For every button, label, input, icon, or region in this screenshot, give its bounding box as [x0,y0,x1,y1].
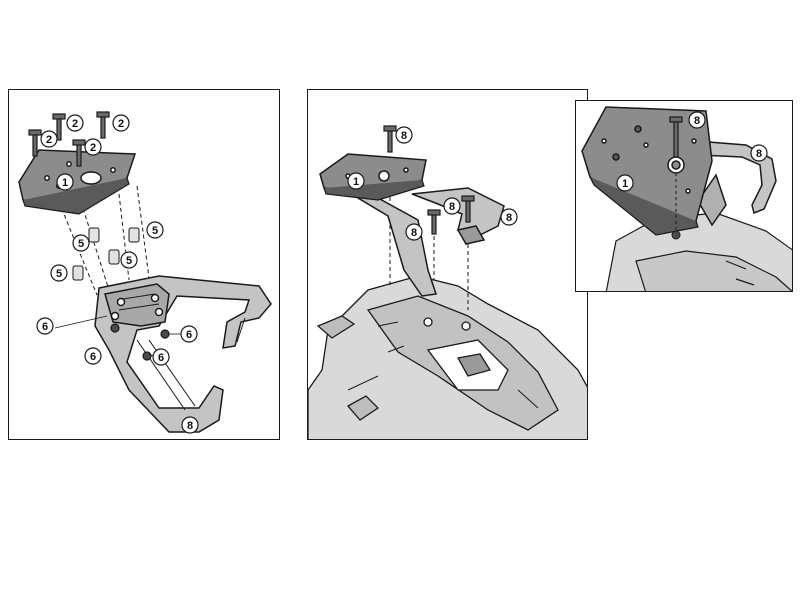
callout-2: 2 [84,138,102,156]
callout-5: 5 [50,264,68,282]
callout-6: 6 [36,317,54,335]
rear-rack [94,275,272,433]
svg-text:2: 2 [90,142,96,154]
spacer-set [72,227,140,281]
base-plate [319,153,427,201]
callout-2: 2 [40,130,58,148]
callout-8: 8 [443,197,461,215]
svg-text:5: 5 [152,225,158,237]
callout-8: 8 [395,126,413,144]
callout-2: 2 [112,114,130,132]
svg-text:2: 2 [72,118,78,130]
callout-8: 8 [688,111,706,129]
svg-text:1: 1 [622,178,628,190]
nut-set [110,323,170,361]
motorcycle-rear [308,275,587,439]
svg-text:6: 6 [90,351,96,363]
installation-view-panel: 1 8 8 8 8 [307,89,588,440]
callout-1: 1 [616,174,634,192]
callout-8: 8 [181,416,199,434]
callout-6: 6 [180,325,198,343]
svg-text:6: 6 [42,321,48,333]
svg-text:8: 8 [506,212,512,224]
callout-5: 5 [72,234,90,252]
callout-8: 8 [500,208,518,226]
callout-8: 8 [405,223,423,241]
svg-text:6: 6 [158,352,164,364]
callout-2: 2 [66,114,84,132]
nut-icon [671,230,681,240]
callout-leaders [54,315,181,357]
svg-text:1: 1 [353,176,359,188]
svg-text:1: 1 [62,177,68,189]
svg-text:5: 5 [78,238,84,250]
callout-5: 5 [120,251,138,269]
screw-set [28,111,110,167]
bolt [669,116,683,158]
callout-1: 1 [347,172,365,190]
svg-text:8: 8 [756,148,762,160]
svg-text:8: 8 [411,227,417,239]
base-plate [18,149,137,215]
base-plate [581,106,713,236]
svg-text:2: 2 [46,134,52,146]
motorcycle-detail [605,212,792,291]
svg-text:2: 2 [118,118,124,130]
callout-6: 6 [152,348,170,366]
callout-8: 8 [750,144,768,162]
callout-5: 5 [146,221,164,239]
exploded-view-panel: 1 2 2 2 2 5 5 5 5 6 6 6 6 8 [8,89,280,440]
svg-text:8: 8 [694,115,700,127]
detail-inset-panel: 8 8 1 [575,100,793,292]
callout-1: 1 [56,173,74,191]
svg-text:5: 5 [56,268,62,280]
svg-text:5: 5 [126,255,132,267]
rear-rack [347,185,505,297]
svg-text:8: 8 [401,130,407,142]
callout-6: 6 [84,347,102,365]
svg-text:8: 8 [187,420,193,432]
svg-text:8: 8 [449,201,455,213]
bolt-set [383,125,475,235]
svg-text:6: 6 [186,329,192,341]
